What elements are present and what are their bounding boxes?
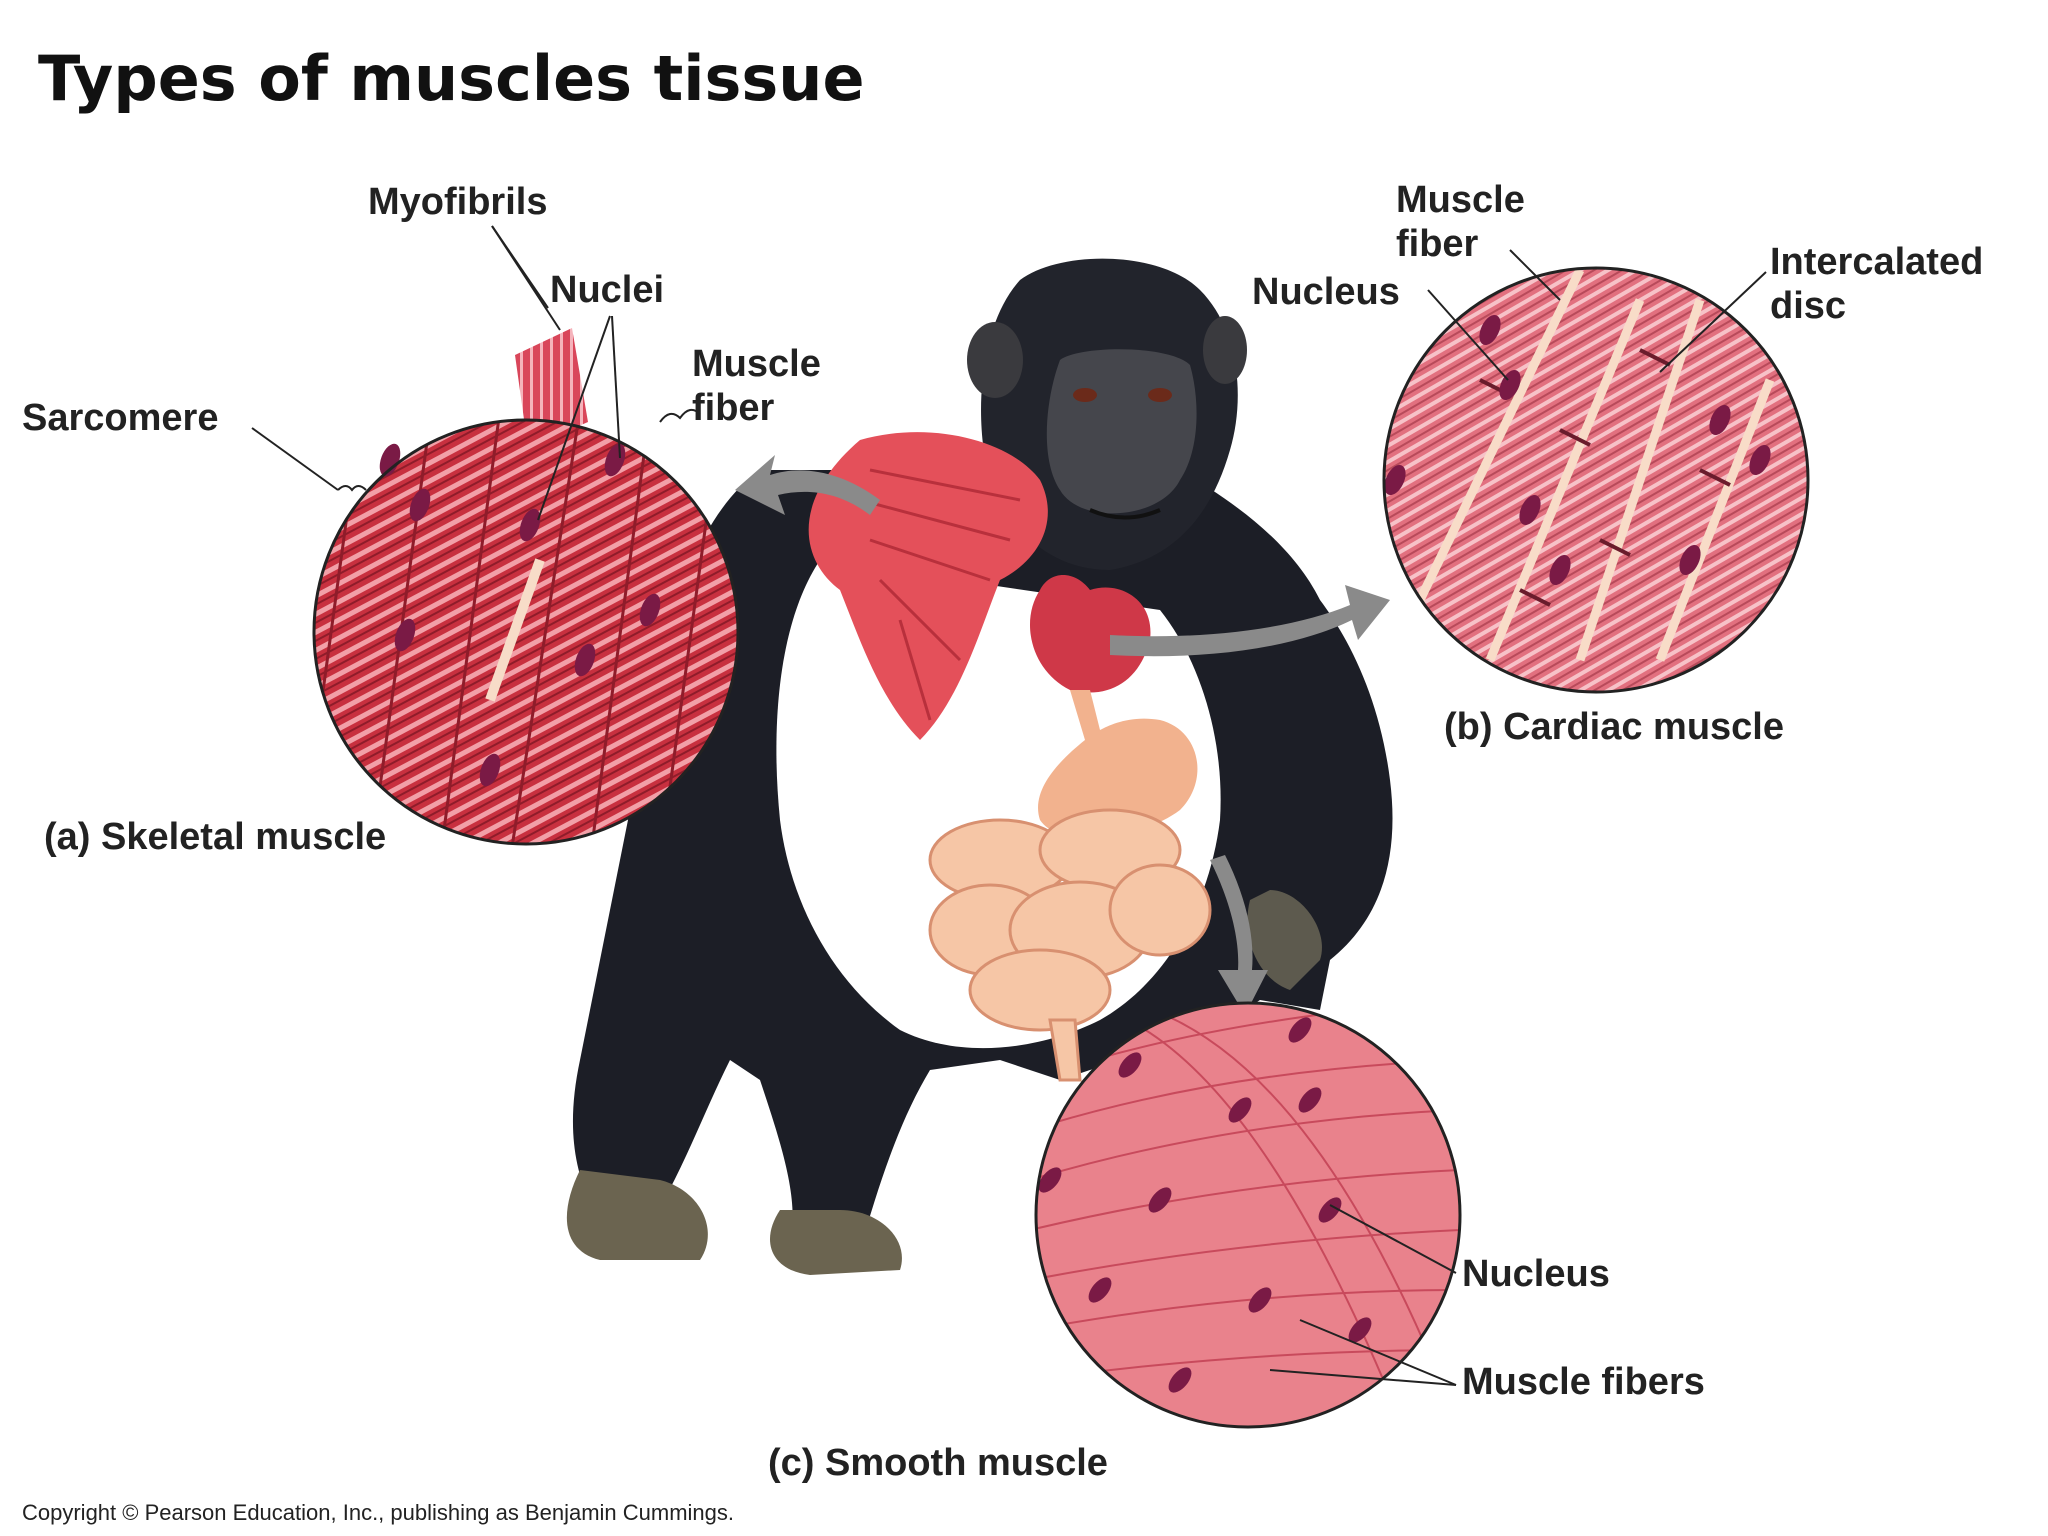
label-intercalated-line1: Intercalated (1770, 241, 1984, 283)
leader-lines (251, 225, 1767, 1386)
caption-smooth-muscle: (c) Smooth muscle (768, 1442, 1108, 1484)
intestines (928, 808, 1212, 1082)
caption-skeletal-muscle: (a) Skeletal muscle (44, 816, 387, 858)
copyright-notice: Copyright © Pearson Education, Inc., pub… (22, 1500, 735, 1525)
myofibril-bundle (515, 328, 588, 448)
heart (1030, 575, 1151, 693)
label-myofibrils: Myofibrils (368, 181, 548, 223)
page-title: Types of muscles tissue (38, 42, 865, 115)
label-intercalated-line2: disc (1770, 285, 1847, 327)
label-skeletal-muscle-fiber-line1: Muscle (692, 343, 821, 385)
label-sarcomere: Sarcomere (22, 397, 219, 439)
arrow-to-skeletal-icon (735, 455, 880, 515)
label-muscle-fibers: Muscle fibers (1462, 1361, 1705, 1403)
stomach (1038, 690, 1198, 839)
label-skeletal-muscle-fiber-line2: fiber (692, 387, 775, 429)
caption-cardiac-muscle: (b) Cardiac muscle (1444, 706, 1784, 748)
label-smooth-nucleus: Nucleus (1462, 1253, 1610, 1295)
label-cardiac-muscle-fiber-line1: Muscle (1396, 179, 1525, 221)
arrow-to-smooth-icon (1210, 855, 1268, 1015)
cardiac-muscle-magnified (1382, 266, 1810, 694)
skeletal-muscle-magnified (312, 328, 740, 846)
label-cardiac-nucleus: Nucleus (1252, 271, 1400, 313)
label-nuclei: Nuclei (550, 269, 665, 311)
label-cardiac-muscle-fiber-line2: fiber (1396, 223, 1479, 265)
arrow-to-cardiac-icon (1110, 585, 1390, 657)
